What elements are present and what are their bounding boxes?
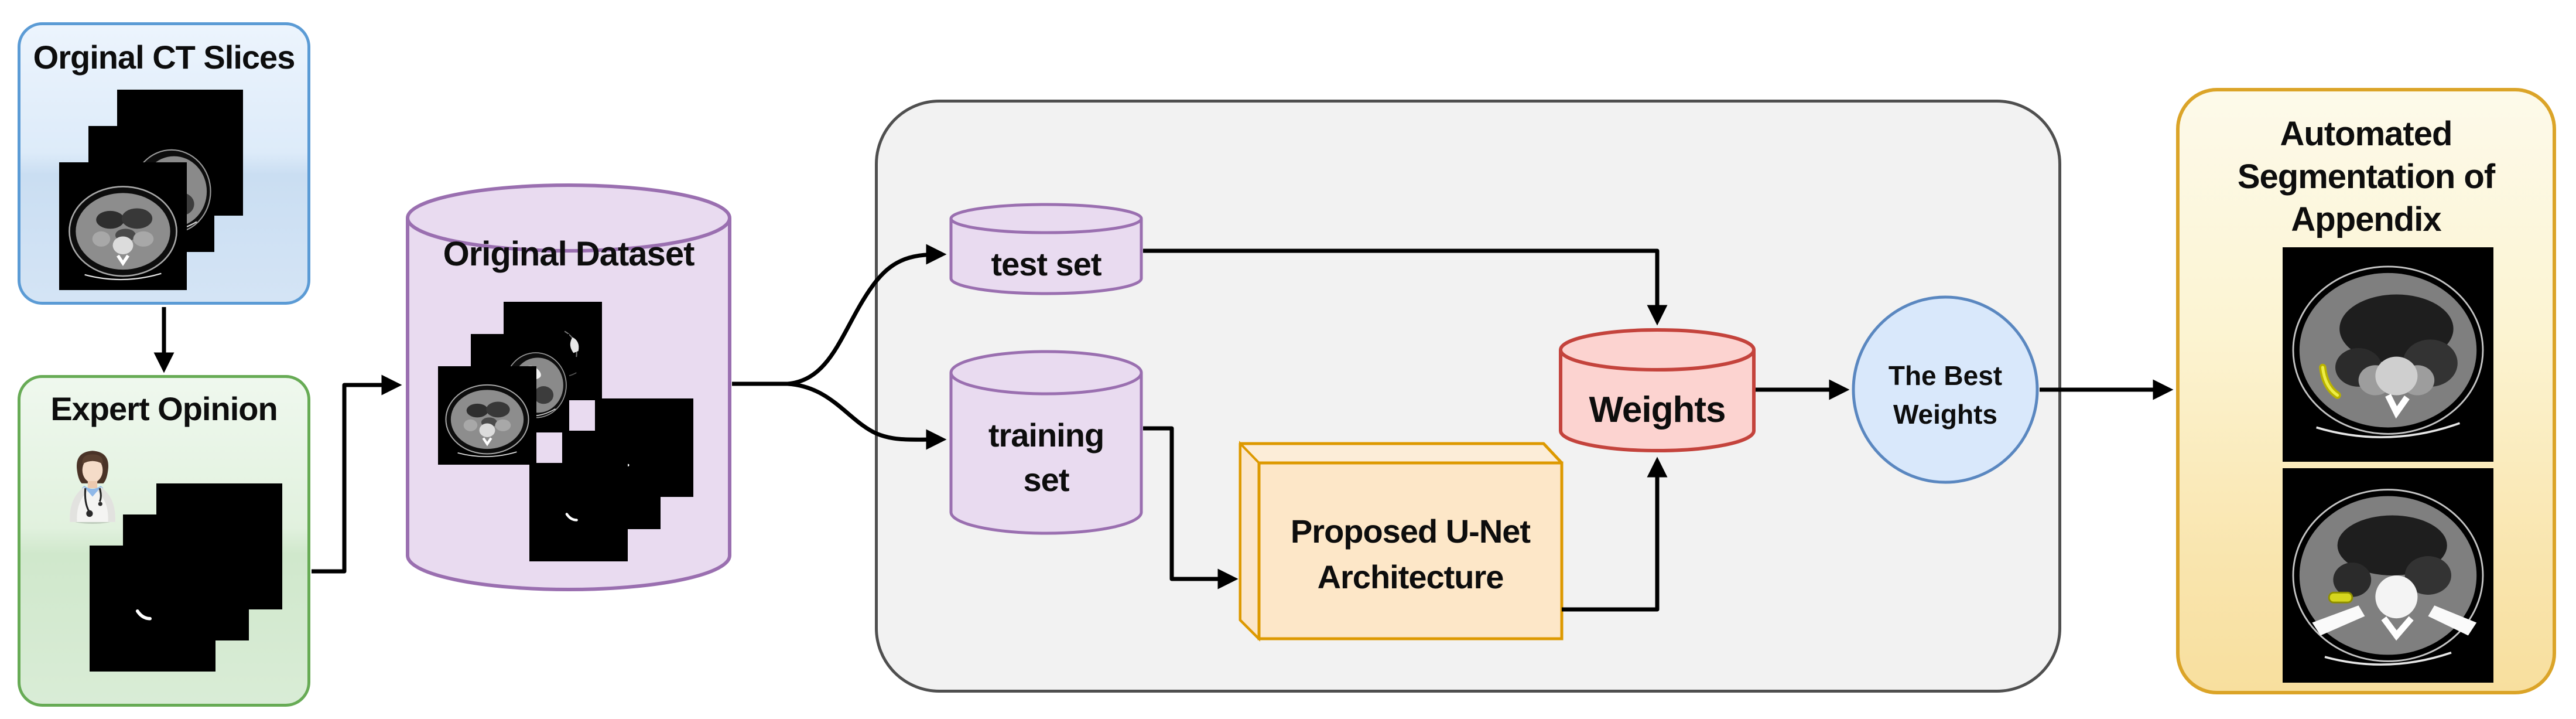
proposed-unet-label: Proposed U-Net Architecture	[1259, 509, 1562, 600]
weights-label: Weights	[1589, 390, 1726, 430]
segmented-ct-image-1	[2283, 247, 2493, 462]
training-set-label-line2: set	[1023, 461, 1070, 498]
best-weights-ellipse	[1851, 295, 2040, 485]
automated-segmentation-box: Automated Segmentation of Appendix	[2176, 88, 2556, 694]
proposed-unet-label-line2: Architecture	[1317, 558, 1504, 595]
proposed-unet-label-line1: Proposed U-Net	[1290, 513, 1531, 550]
original-ct-slices-title: Orginal CT Slices	[33, 39, 296, 76]
training-set-label-line1: training	[988, 417, 1104, 454]
test-set-label: test set	[991, 246, 1101, 282]
dataset-ct-front-image	[438, 366, 536, 465]
original-dataset-label: Original Dataset	[443, 235, 695, 273]
mask-slice-front-image	[90, 546, 215, 672]
doctor-avatar-icon	[63, 446, 122, 524]
best-weights-label: The Best Weights	[1851, 356, 2040, 434]
expert-opinion-box: Expert Opinion	[18, 375, 310, 707]
training-set-cylinder	[949, 349, 1143, 536]
segmented-ct-image-2	[2283, 468, 2493, 683]
ct-slice-front-image	[59, 162, 187, 290]
training-set-label: training set	[949, 413, 1143, 502]
automated-segmentation-title: Automated Segmentation of Appendix	[2180, 113, 2553, 241]
automated-segmentation-title-line3: Appendix	[2291, 200, 2441, 238]
proposed-unet-box	[1236, 439, 1566, 644]
automated-segmentation-title-line2: Segmentation of	[2237, 158, 2495, 196]
automated-segmentation-title-line1: Automated	[2280, 115, 2453, 153]
weights-cylinder	[1559, 328, 1756, 454]
dataset-mask-front-image	[529, 463, 628, 561]
best-weights-label-line1: The Best	[1888, 360, 2003, 391]
expert-opinion-title: Expert Opinion	[50, 390, 278, 427]
arrow-expert-to-dataset	[312, 374, 402, 574]
original-ct-slices-box: Orginal CT Slices	[18, 22, 310, 305]
best-weights-label-line2: Weights	[1893, 399, 1998, 430]
test-set-cylinder	[949, 202, 1143, 297]
